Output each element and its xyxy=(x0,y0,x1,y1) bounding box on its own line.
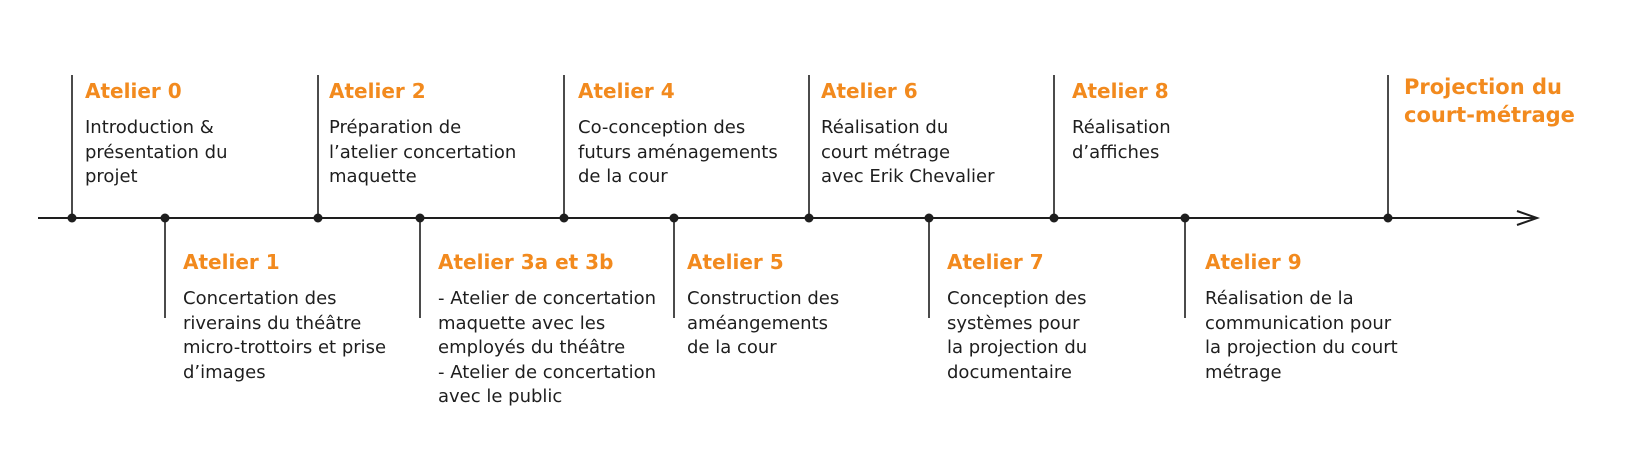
step-4: Atelier 4 Co-conception des futurs aména… xyxy=(578,78,808,190)
timeline-arrowhead xyxy=(1516,210,1541,226)
step-dot xyxy=(160,213,170,223)
step-6: Atelier 6 Réalisation du court métrage a… xyxy=(821,78,1051,190)
step-dot xyxy=(313,213,323,223)
step-description: Introduction & présentation du projet xyxy=(85,117,228,187)
step-title: Atelier 2 xyxy=(329,79,426,103)
step-dot xyxy=(924,213,934,223)
step-3: Atelier 3a et 3b - Atelier de concertati… xyxy=(438,249,678,410)
step-title: Atelier 3a et 3b xyxy=(438,250,614,274)
step-dot xyxy=(1049,213,1059,223)
step-description: - Atelier de concertation maquette avec … xyxy=(438,288,657,407)
step-9: Atelier 9 Réalisation de la communicatio… xyxy=(1205,249,1445,385)
step-title: Atelier 5 xyxy=(687,250,784,274)
step-dot xyxy=(1180,213,1190,223)
step-description: Co-conception des futurs aménagements de… xyxy=(578,117,778,187)
step-description: Réalisation de la communication pour la … xyxy=(1205,288,1398,383)
step-dot xyxy=(669,213,679,223)
step-dot xyxy=(1383,213,1393,223)
step-description: Préparation de l’atelier concertation ma… xyxy=(329,117,517,187)
step-final: Projection du court-métrage xyxy=(1404,73,1644,129)
step-title: Atelier 7 xyxy=(947,250,1044,274)
step-description: Réalisation du court métrage avec Erik C… xyxy=(821,117,995,187)
step-title: Atelier 6 xyxy=(821,79,918,103)
step-title: Atelier 0 xyxy=(85,79,182,103)
timeline-ticks xyxy=(67,75,1393,318)
step-2: Atelier 2 Préparation de l’atelier conce… xyxy=(329,78,559,190)
step-5: Atelier 5 Construction des améangements … xyxy=(687,249,907,361)
step-title: Atelier 4 xyxy=(578,79,675,103)
step-description: Conception des systèmes pour la projecti… xyxy=(947,288,1088,383)
step-description: Construction des améangements de la cour xyxy=(687,288,840,358)
step-1: Atelier 1 Concertation des riverains du … xyxy=(183,249,418,385)
step-dot xyxy=(67,213,77,223)
step-dot xyxy=(415,213,425,223)
step-description: Concertation des riverains du théâtre mi… xyxy=(183,288,387,383)
step-title: Projection du court-métrage xyxy=(1404,75,1575,127)
step-title: Atelier 9 xyxy=(1205,250,1302,274)
step-dot xyxy=(559,213,569,223)
step-dot xyxy=(804,213,814,223)
step-description: Réalisation d’affiches xyxy=(1072,117,1171,163)
step-title: Atelier 1 xyxy=(183,250,280,274)
step-8: Atelier 8 Réalisation d’affiches xyxy=(1072,78,1272,165)
step-title: Atelier 8 xyxy=(1072,79,1169,103)
step-0: Atelier 0 Introduction & présentation du… xyxy=(85,78,285,190)
step-7: Atelier 7 Conception des systèmes pour l… xyxy=(947,249,1167,385)
